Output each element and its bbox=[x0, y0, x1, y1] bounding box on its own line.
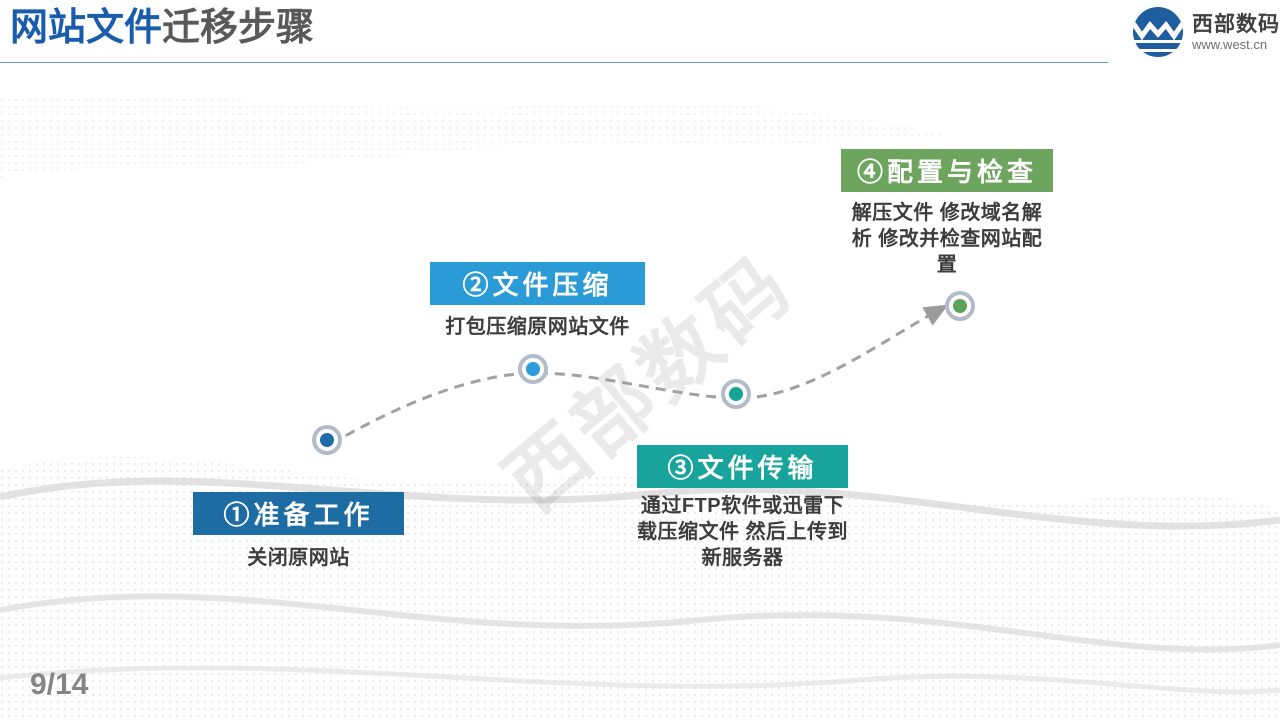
step-3-description: 通过FTP软件或迅雷下 载压缩文件 然后上传到 新服务器 bbox=[636, 495, 849, 569]
step-4-description: 解压文件 修改域名解 析 修改并检查网站配 置 bbox=[851, 202, 1043, 276]
step-3-label-box: ③文件传输 bbox=[637, 445, 848, 488]
step-3-node bbox=[721, 379, 751, 409]
step-2-node bbox=[518, 354, 548, 384]
header-divider bbox=[0, 62, 1108, 63]
logo-website-url: www.west.cn bbox=[1192, 37, 1268, 52]
step-4-node-dot bbox=[953, 299, 967, 313]
west-logo-icon bbox=[1133, 7, 1183, 57]
step-3-node-dot bbox=[729, 387, 743, 401]
step-1-label-box: ①准备工作 bbox=[193, 492, 404, 535]
step-1-description: 关闭原网站 bbox=[247, 547, 350, 569]
page-number: 9/14 bbox=[30, 668, 89, 701]
step-4-node bbox=[945, 291, 975, 321]
step-2-description: 打包压缩原网站文件 bbox=[445, 316, 630, 338]
step-1-node-dot bbox=[320, 433, 334, 447]
company-logo: 西部数码 www.west.cn bbox=[1131, 6, 1280, 60]
step-4-label-box: ④配置与检查 bbox=[841, 149, 1053, 192]
page-title-highlight: 网站文件 bbox=[10, 7, 163, 49]
step-2-node-dot bbox=[526, 362, 540, 376]
page-title-rest: 迁移步骤 bbox=[162, 7, 315, 49]
logo-company-name: 西部数码 bbox=[1192, 13, 1280, 36]
step-1-node bbox=[312, 425, 342, 455]
logo-text: 西部数码 www.west.cn bbox=[1192, 13, 1280, 53]
page-title: 网站文件迁移步骤 bbox=[10, 4, 314, 52]
step-2-label-box: ②文件压缩 bbox=[430, 262, 645, 305]
